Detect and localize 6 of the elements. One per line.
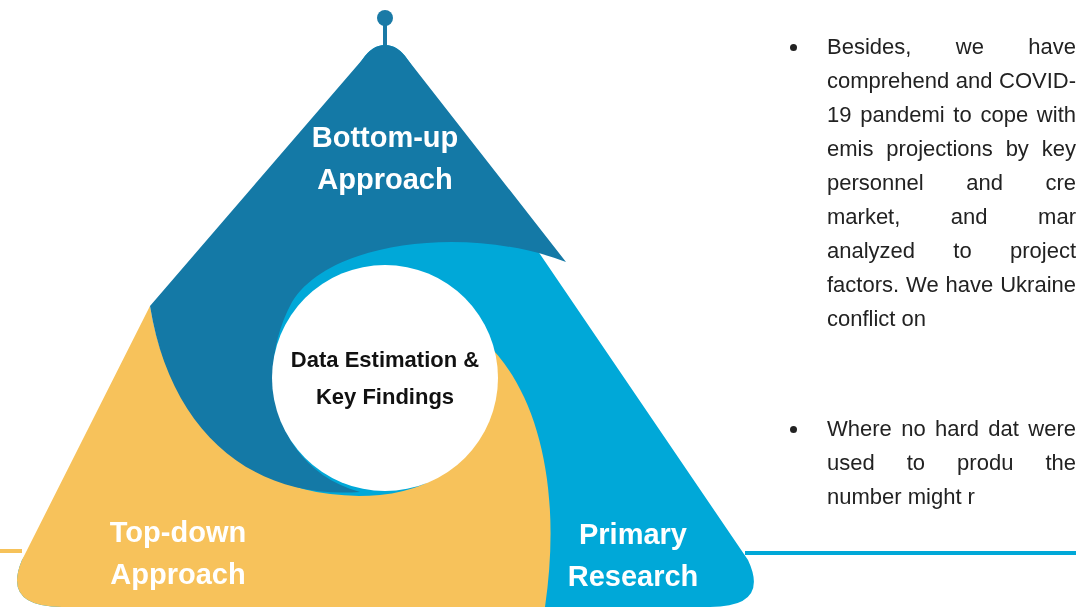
center-label: Data Estimation & Key Findings	[290, 340, 480, 416]
bullet-text: Besides, we have comprehend and COVID-19 pandemi to cope with emis projections by key personnel and cre market, and mar analyzed to project factors. We have Ukraine conflict on	[827, 33, 1076, 333]
bullet-text: Where no hard dat were used to produ the number might r	[827, 415, 1076, 511]
segment-label: Top-down Approach	[83, 510, 273, 596]
segment-label: Bottom-up Approach	[290, 115, 480, 201]
segment-label: Primary Research	[538, 512, 728, 598]
